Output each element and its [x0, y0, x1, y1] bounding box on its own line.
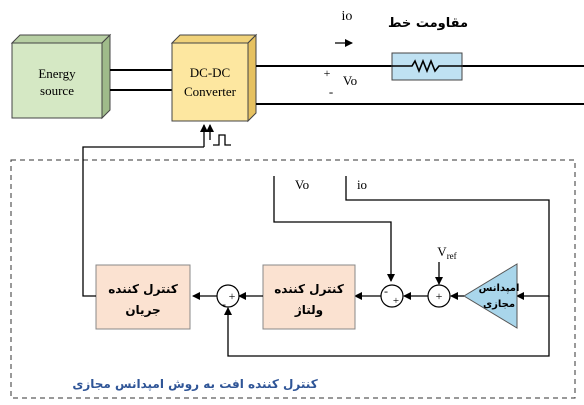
current-controller-label-1: کنترل کننده — [108, 282, 178, 296]
sum-current-plus: + — [229, 289, 236, 303]
gate-signal-wire — [82, 146, 204, 297]
current-controller-block — [95, 264, 191, 330]
voltage-controller-label-1: کنترل کننده — [274, 282, 344, 296]
virtual-impedance-block — [463, 263, 518, 329]
io-inner-feedback-wire — [224, 296, 550, 357]
energy-source-label-1: Energy — [38, 66, 76, 81]
sum-vo-minus: - — [384, 284, 388, 298]
vref-label: Vref — [437, 244, 456, 261]
resistor-icon — [392, 58, 462, 74]
output-current-label: io — [342, 9, 353, 24]
pwm-pulse-icon — [213, 134, 231, 146]
vo-feedback-wire — [273, 176, 395, 282]
energy-source-block: Energy source — [10, 33, 112, 120]
converter-label-1: DC-DC — [190, 65, 230, 80]
sum-junction-vo: - + — [380, 284, 404, 308]
pwm-signal — [206, 124, 231, 146]
feedback-io-label: io — [357, 177, 367, 192]
sum-junction-vref: + — [427, 284, 451, 308]
vo-label: Vo — [343, 73, 357, 88]
diagram-caption: کنترل کننده افت به روش امپدانس مجازی — [72, 377, 317, 392]
virtual-impedance-label-2: مجازی — [483, 299, 515, 310]
converter-label-2: Converter — [184, 84, 237, 99]
dcdc-converter-block: DC-DC Converter — [170, 33, 258, 123]
sum-vref-plus: + — [436, 289, 443, 303]
current-controller-label-2: جریان — [125, 303, 160, 317]
line-resistance-label: مقاومت خط — [388, 16, 468, 31]
voltage-controller-label-2: ولتاژ — [294, 303, 323, 318]
feedback-vo-label: Vo — [295, 177, 309, 192]
sum-vo-plus: + — [393, 295, 399, 307]
vo-minus: - — [329, 84, 333, 99]
voltage-controller-block — [262, 264, 356, 330]
controller-frame — [10, 159, 576, 399]
vo-plus: + — [324, 66, 331, 80]
sum-current-minus: - — [222, 297, 226, 311]
sum-junction-current: + - — [216, 284, 240, 311]
virtual-impedance-label-1: امپدانس — [479, 283, 520, 294]
io-feedback-wire — [345, 176, 550, 300]
energy-source-label-2: source — [40, 83, 74, 98]
